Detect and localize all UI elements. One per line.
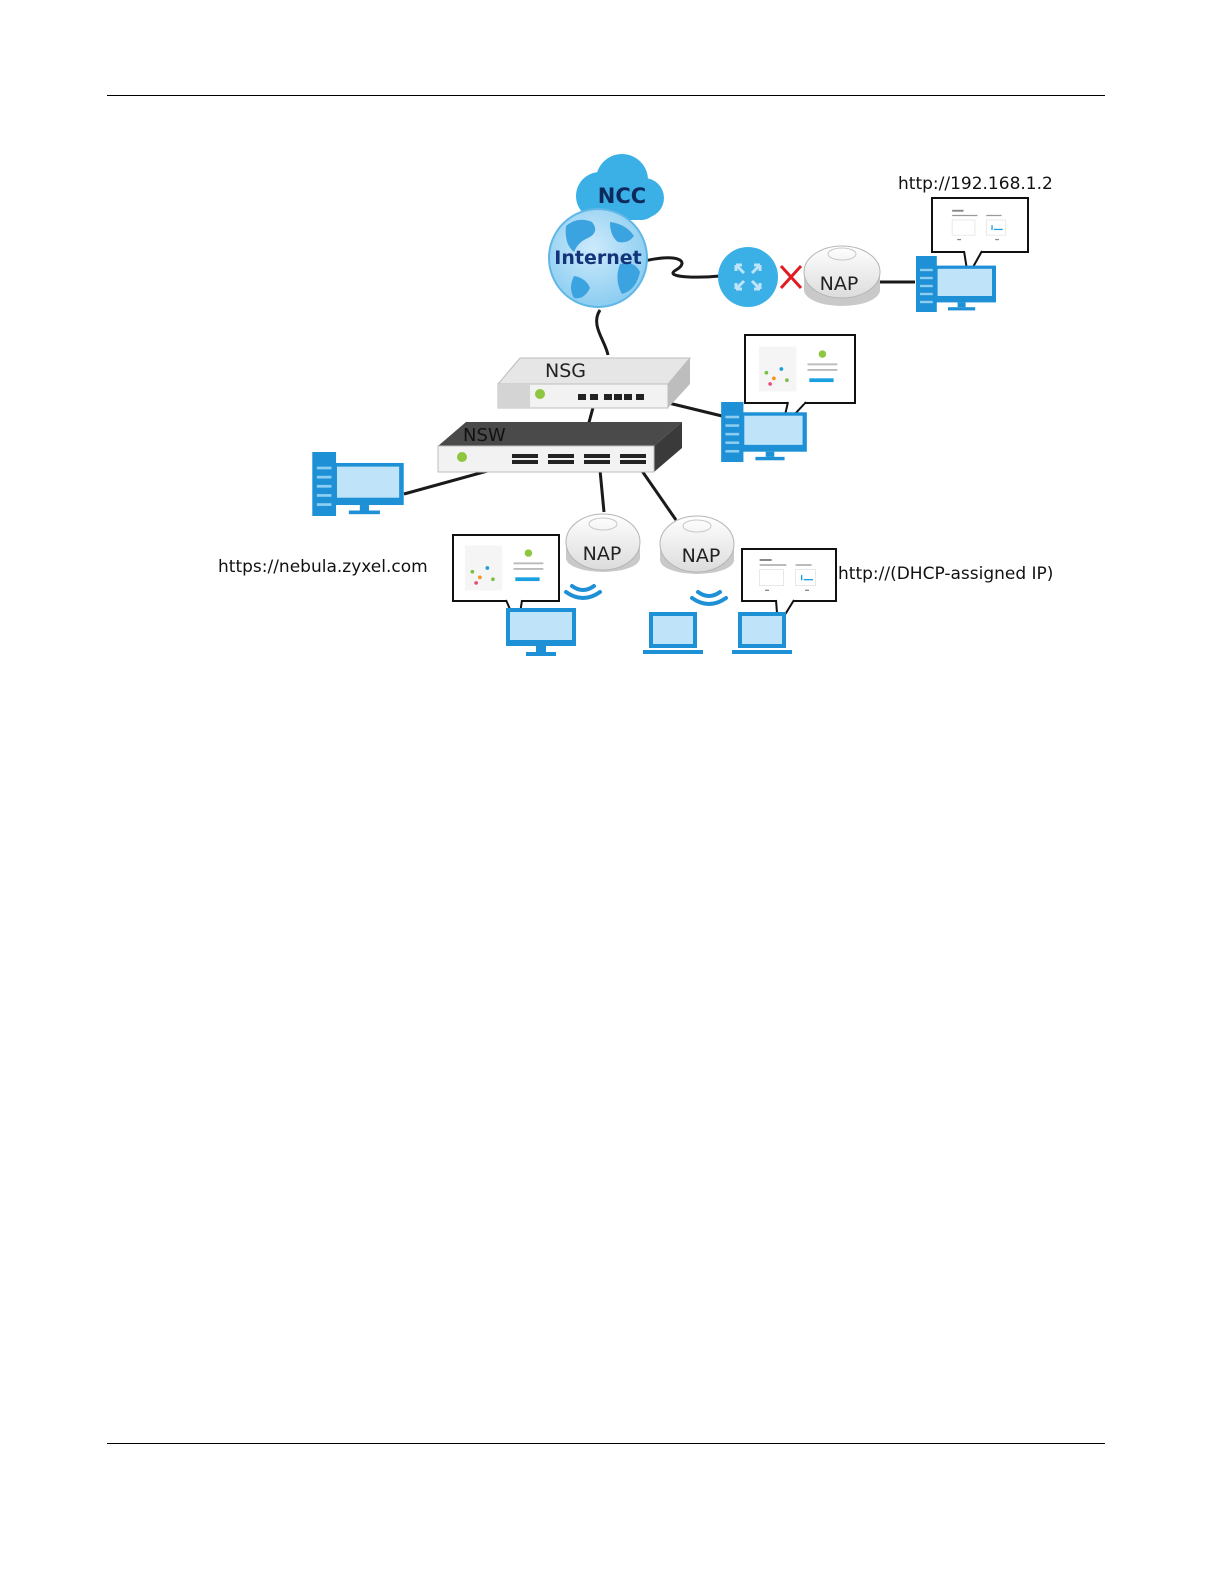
wifi-icon	[566, 586, 600, 598]
callout-ap-local	[932, 198, 1028, 276]
ap-left-label: NAP	[583, 543, 622, 565]
cable-internet-nsg	[597, 310, 608, 355]
gateway-device	[498, 358, 690, 408]
switch-label: NSW	[463, 425, 506, 446]
ap-right-label: NAP	[682, 545, 721, 567]
footer-rule	[107, 1443, 1105, 1444]
monitor-icon	[506, 608, 576, 656]
cable-nsw-ap-right	[640, 468, 676, 520]
wifi-icon	[692, 592, 726, 604]
blocked-x-icon	[781, 266, 801, 288]
desktop-icon	[916, 256, 996, 312]
cable-nsw-ap-left	[600, 470, 604, 512]
url-ap-local: http://192.168.1.2	[898, 174, 1053, 194]
laptop-icon	[732, 612, 792, 654]
ap-top-label: NAP	[820, 273, 859, 295]
laptop-icon	[643, 612, 703, 654]
cloud-label: NCC	[598, 184, 646, 208]
globe-label: Internet	[554, 247, 641, 269]
desktop-icon	[312, 452, 403, 516]
network-diagram: NCC Internet NAP http://192.168.1.2	[0, 0, 1224, 700]
gateway-label: NSG	[545, 360, 586, 382]
router-icon	[718, 247, 778, 307]
cable-internet-router	[640, 258, 720, 277]
url-nebula: https://nebula.zyxel.com	[218, 557, 428, 577]
url-dhcp: http://(DHCP-assigned IP)	[838, 564, 1053, 584]
